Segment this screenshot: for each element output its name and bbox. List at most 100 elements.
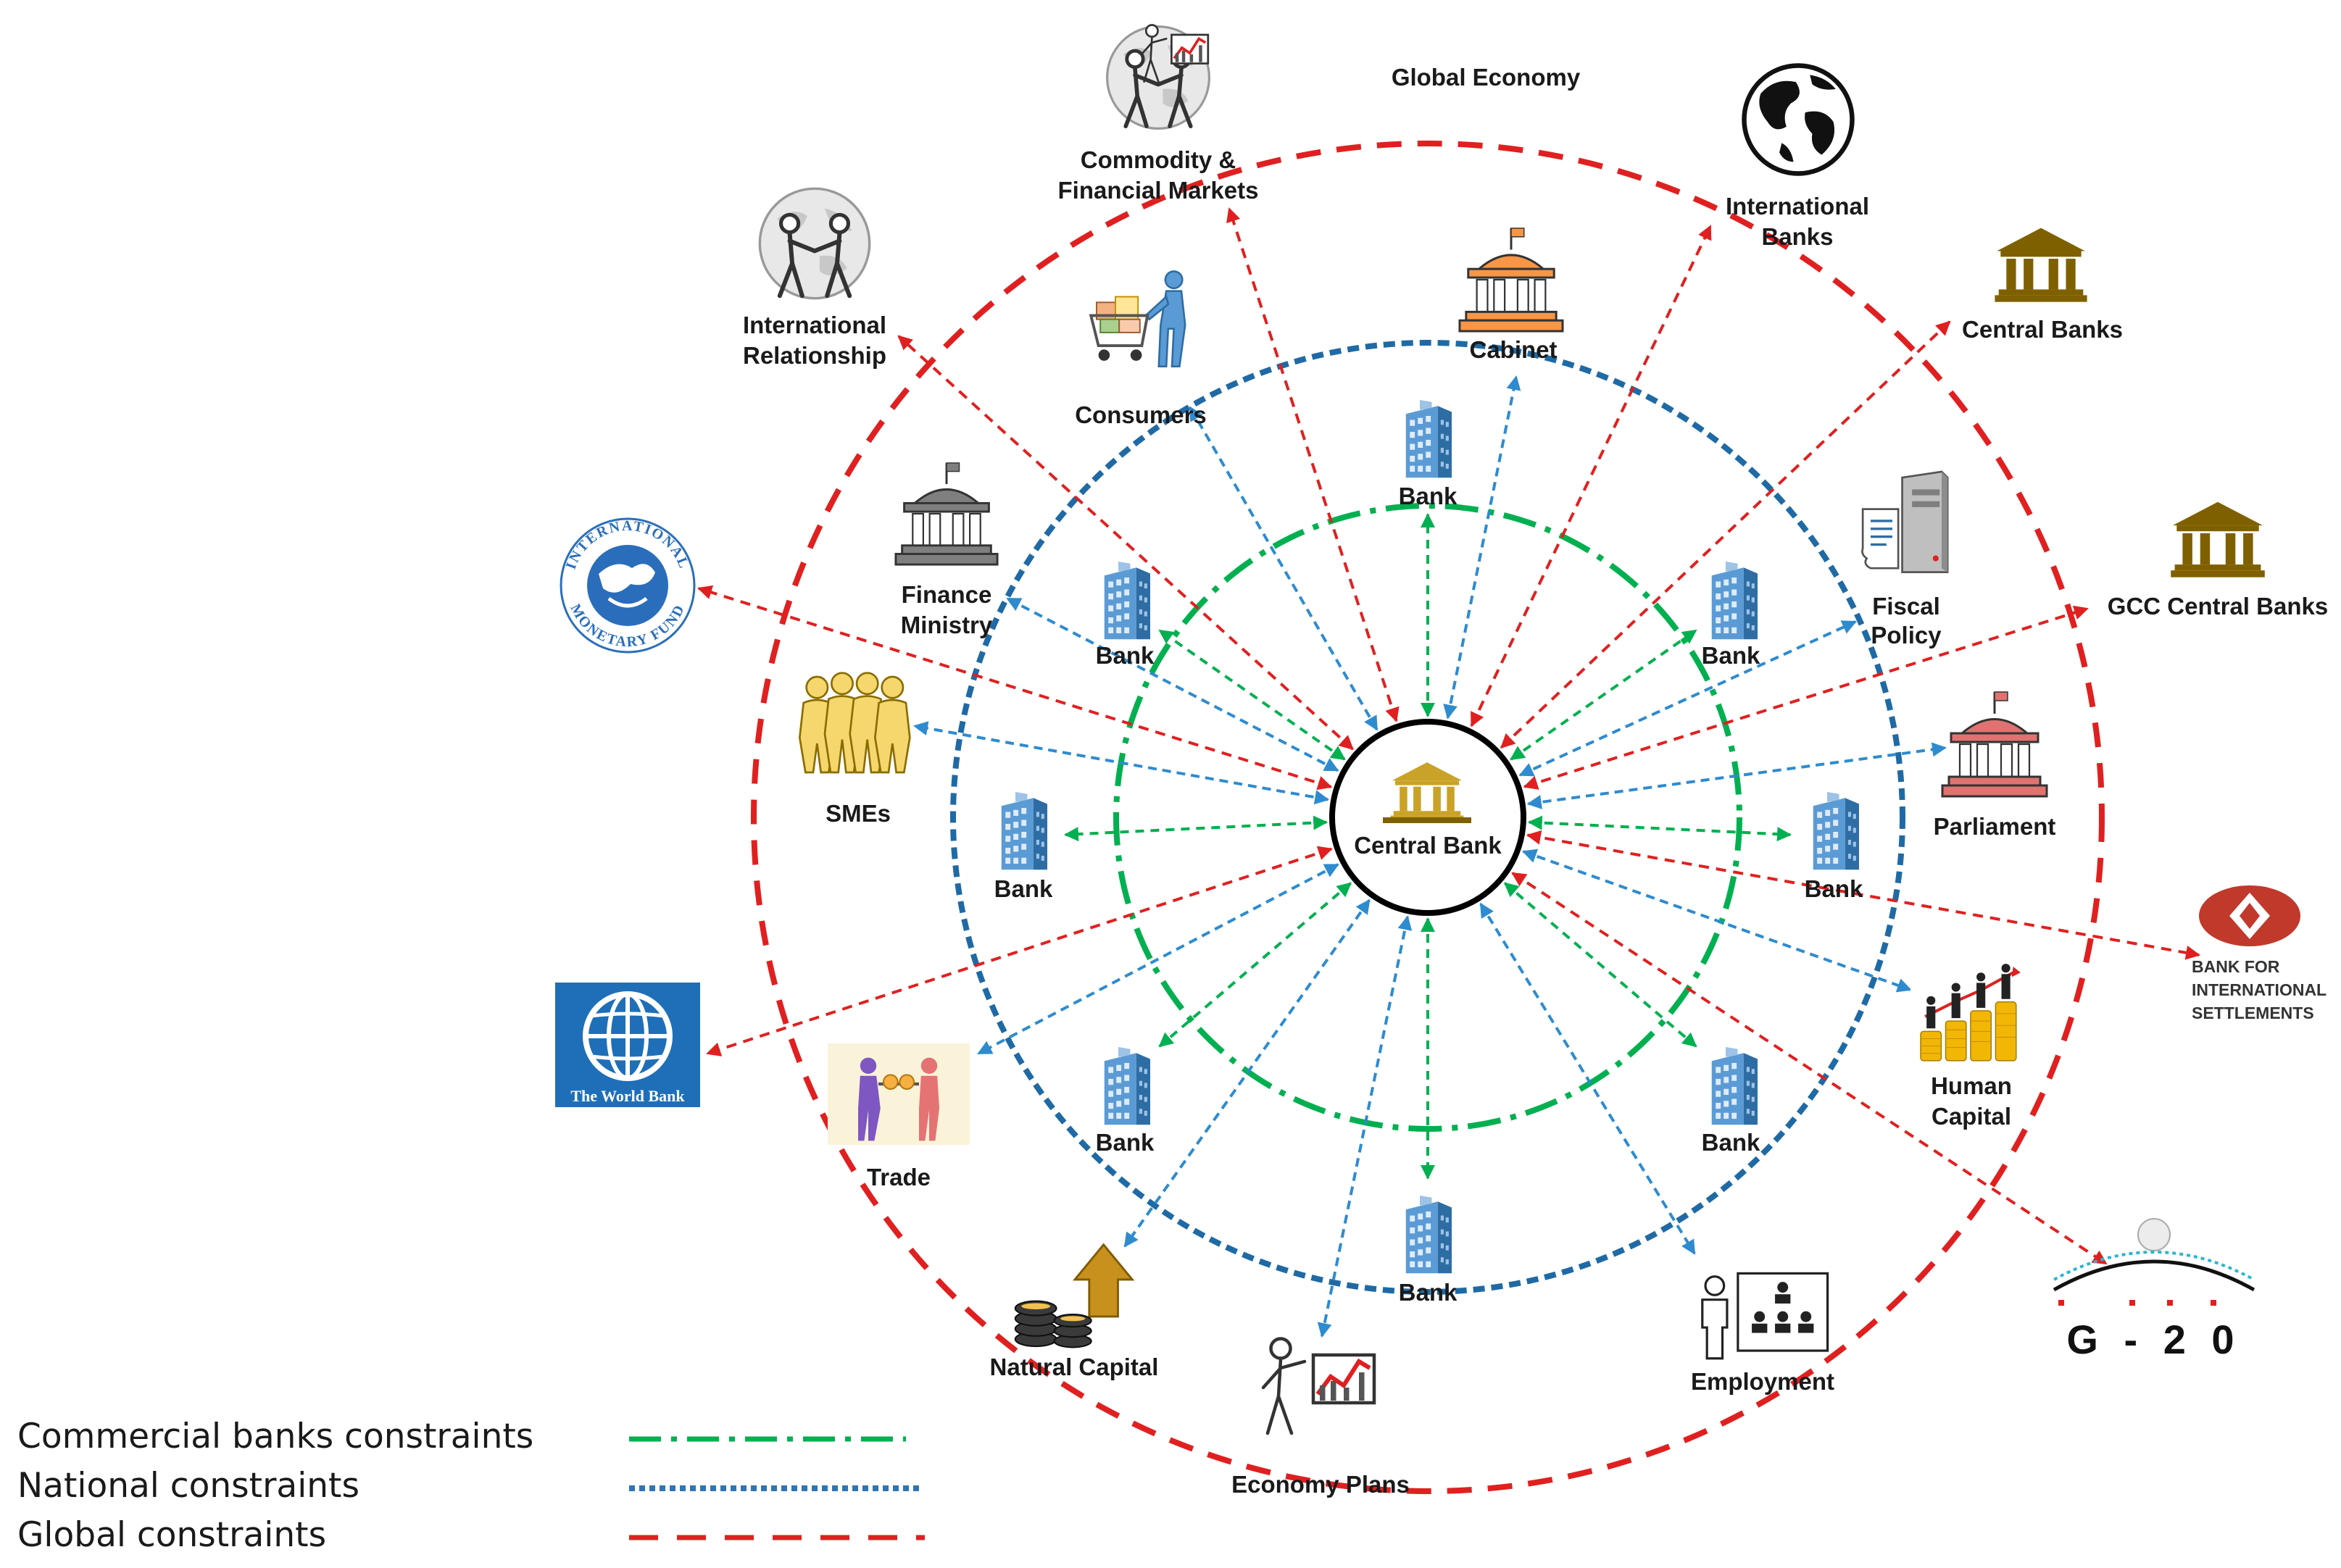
- government-building-icon: [894, 462, 999, 566]
- bank-building-icon: [1001, 792, 1047, 870]
- trade-label: Trade: [867, 1164, 931, 1190]
- central-bank-label: Central Bank: [1354, 832, 1502, 859]
- imf-node: INTERNATIONAL MONETARY FUND: [560, 517, 696, 654]
- fiscal-label-line2: Policy: [1871, 622, 1942, 649]
- national-constraint-arrow: [1189, 406, 1379, 731]
- bank-building-icon: [1711, 1047, 1758, 1125]
- commercial-bank-arrow: [1158, 882, 1352, 1048]
- human-capital-node: Human Capital: [1910, 958, 2035, 1130]
- g20-node: G - 2 0: [2053, 1218, 2255, 1362]
- intl-rel-label-line2: Relationship: [743, 342, 886, 369]
- international-banks-node: International Banks: [1726, 65, 1869, 250]
- commodity-label-line1: Commodity &: [1081, 146, 1236, 173]
- international-relationship-node: International Relationship: [743, 188, 886, 369]
- natural-capital-node: Natural Capital: [990, 1243, 1159, 1380]
- employment-label: Employment: [1691, 1368, 1834, 1395]
- global-constraints-ring: [751, 141, 2105, 1494]
- central-banks-node: Central Banks: [1962, 228, 2123, 343]
- national-constraint-arrow: [1123, 898, 1371, 1248]
- national-constraint-arrow: [1479, 902, 1696, 1255]
- bank-node: Bank: [1702, 562, 1760, 669]
- economy-plans-label: Economy Plans: [1231, 1471, 1410, 1498]
- legend-item-global: Global constraints: [17, 1515, 925, 1555]
- smes-label: SMEs: [826, 800, 891, 827]
- global-constraint-arrow: [1226, 207, 1400, 722]
- presenter-chart-icon: [1263, 1339, 1374, 1434]
- bank-building-icon: [1104, 562, 1150, 640]
- bank-label: Bank: [1399, 1279, 1458, 1306]
- bis-text-line2: INTERNATIONAL: [2192, 980, 2327, 999]
- bis-text-line1: BANK FOR: [2192, 957, 2280, 976]
- globe-icon: [1744, 65, 1852, 173]
- national-constraint-arrow: [1006, 597, 1339, 772]
- bank-building-icon: [1405, 400, 1452, 478]
- world-bank-logo-icon: [555, 983, 700, 1107]
- bank-node: Bank: [1702, 1047, 1760, 1156]
- bis-logo-icon: [2199, 885, 2300, 946]
- commercial-bank-arrows: [1064, 513, 1792, 1180]
- global-constraint-arrow: [897, 335, 1354, 751]
- global-constraint-arrow: [1523, 605, 2089, 790]
- commodity-label-line2: Financial Markets: [1058, 177, 1259, 204]
- consumers-label: Consumers: [1075, 401, 1207, 428]
- legend-label: Commercial banks constraints: [17, 1417, 533, 1456]
- finance-label-line2: Ministry: [901, 612, 993, 638]
- national-constraint-arrow: [1521, 848, 1912, 993]
- employment-node: Employment: [1691, 1272, 1834, 1395]
- org-chart-icon: [1701, 1272, 1829, 1360]
- global-constraint-arrow: [1470, 225, 1712, 727]
- national-constraint-arrow: [977, 863, 1339, 1055]
- commercial-bank-arrow: [1503, 882, 1697, 1048]
- consumers-node: Consumers: [1075, 271, 1207, 428]
- bank-building-brown-icon: [1995, 228, 2087, 302]
- global-constraint-arrow: [1511, 872, 2108, 1265]
- g20-text: G - 2 0: [2066, 1317, 2241, 1362]
- commodity-markets-node: Commodity & Financial Markets: [1058, 23, 1259, 204]
- imf-logo-icon: [560, 517, 696, 654]
- bank-node: Bank: [1399, 400, 1458, 509]
- g20-logo-icon: [2053, 1218, 2255, 1306]
- bank-building-icon: [1711, 562, 1758, 640]
- intl-banks-label-line1: International: [1726, 193, 1869, 220]
- national-constraints-ring: [950, 340, 1905, 1295]
- parliament-node: Parliament: [1934, 691, 2055, 840]
- handshake-trade-icon: [828, 1043, 970, 1145]
- commercial-bank-arrow: [1527, 815, 1792, 842]
- bank-label: Bank: [1702, 642, 1760, 669]
- intl-rel-label-line1: International: [743, 312, 886, 338]
- bis-text-line3: SETTLEMENTS: [2192, 1004, 2314, 1022]
- diagram-title: Global Economy: [1392, 64, 1581, 91]
- national-constraint-arrow: [1526, 742, 1947, 809]
- legend-item-commercial: Commercial banks constraints: [17, 1417, 906, 1456]
- world-bank-node: The World Bank: [555, 983, 700, 1107]
- coins-arrow-icon: [1014, 1243, 1134, 1348]
- human-label-line2: Capital: [1932, 1103, 2011, 1130]
- commercial-bank-arrow: [1064, 815, 1328, 842]
- legend-item-national: National constraints: [17, 1466, 919, 1506]
- shopping-cart-person-icon: [1091, 271, 1185, 366]
- trade-node: Trade: [828, 1043, 970, 1190]
- bank-node: Bank: [994, 792, 1053, 902]
- world-bank-text: The World Bank: [570, 1087, 685, 1105]
- cabinet-node: Cabinet: [1458, 227, 1564, 363]
- bank-label: Bank: [1702, 1129, 1760, 1156]
- gcc-label: GCC Central Banks: [2108, 593, 2328, 620]
- intl-banks-label-line2: Banks: [1761, 223, 1833, 250]
- globe-handshake-icon: [760, 188, 869, 298]
- bank-building-icon: [1405, 1196, 1452, 1274]
- legend-label: Global constraints: [17, 1515, 326, 1555]
- coin-stacks-people-icon: [1910, 958, 2035, 1068]
- document-server-icon: [1860, 470, 1949, 574]
- bank-label: Bank: [1805, 875, 1863, 902]
- national-constraint-arrow: [913, 721, 1330, 805]
- bank-node: Bank: [1399, 1196, 1458, 1306]
- people-group-icon: [798, 672, 911, 774]
- finance-label-line1: Finance: [902, 581, 992, 608]
- bis-node: BANK FOR INTERNATIONAL SETTLEMENTS: [2192, 885, 2327, 1022]
- natural-capital-label: Natural Capital: [990, 1354, 1159, 1380]
- cabinet-label: Cabinet: [1469, 336, 1557, 363]
- commercial-bank-arrow: [1510, 629, 1697, 761]
- bank-node: Bank: [1805, 792, 1863, 902]
- gcc-central-banks-node: GCC Central Banks: [2108, 501, 2328, 620]
